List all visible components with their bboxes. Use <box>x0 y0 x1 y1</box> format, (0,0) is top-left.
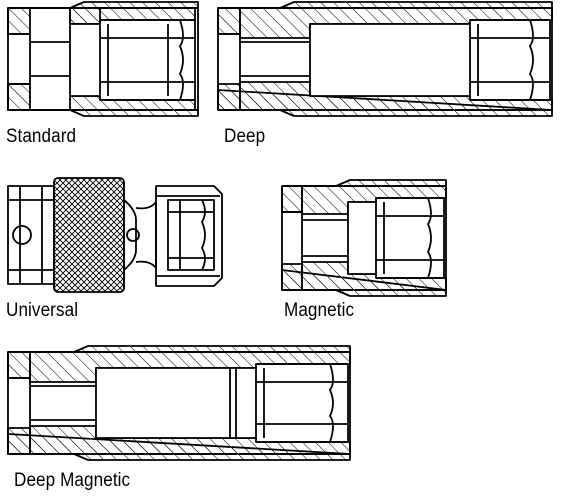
standard-socket-drawing <box>7 1 199 117</box>
deep-magnetic-socket-drawing <box>7 345 351 461</box>
label-deep-magnetic: Deep Magnetic <box>14 470 131 491</box>
label-deep: Deep <box>224 126 266 147</box>
label-universal: Universal <box>6 300 79 321</box>
label-magnetic: Magnetic <box>284 300 355 321</box>
magnetic-socket-drawing <box>281 179 447 297</box>
deep-socket-drawing <box>217 1 553 117</box>
label-standard: Standard <box>6 126 77 147</box>
universal-socket-drawing <box>7 177 223 293</box>
